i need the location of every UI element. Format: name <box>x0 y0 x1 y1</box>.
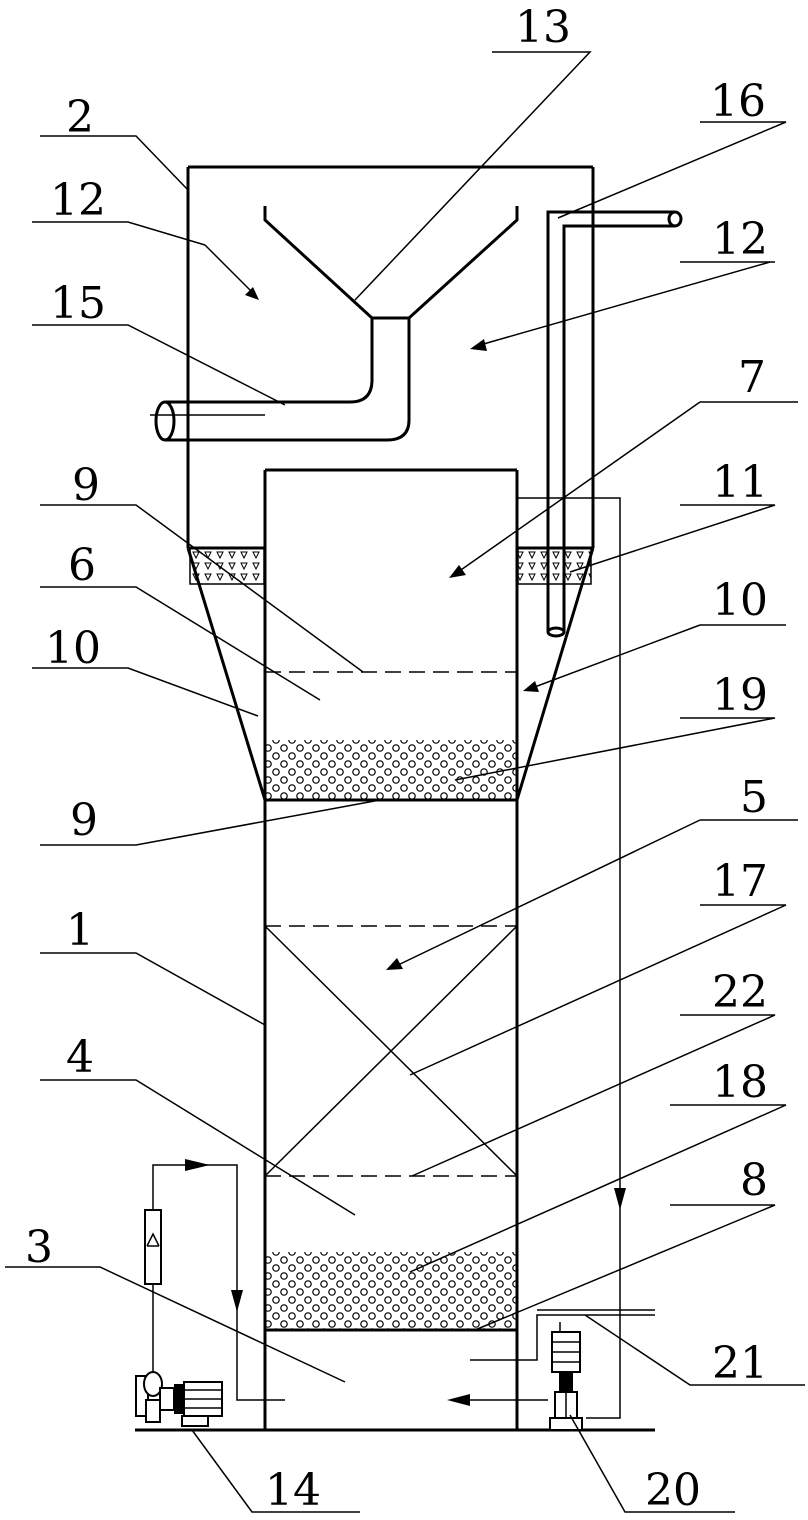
part-labels: 2 12 13 16 12 15 7 9 11 6 10 10 19 9 5 1… <box>25 2 768 1516</box>
label-21: 21 <box>712 1338 768 1389</box>
outlet-pipe <box>154 318 411 442</box>
label-11: 11 <box>712 457 768 508</box>
weir-band-right <box>517 547 592 585</box>
label-16: 16 <box>710 76 766 127</box>
label-15: 15 <box>50 278 106 329</box>
label-20: 20 <box>645 1465 701 1516</box>
label-18: 18 <box>712 1057 768 1108</box>
recirculation-loop <box>144 1159 285 1401</box>
packing-zone <box>264 925 518 1177</box>
label-10-right: 10 <box>712 575 768 626</box>
label-3: 3 <box>25 1222 53 1273</box>
label-17: 17 <box>712 856 768 907</box>
lower-media-layer <box>266 1252 516 1330</box>
label-19: 19 <box>712 670 768 721</box>
label-22: 22 <box>712 967 768 1018</box>
label-14: 14 <box>265 1465 321 1516</box>
label-6: 6 <box>68 540 96 591</box>
label-12-right: 12 <box>712 214 768 265</box>
label-2: 2 <box>66 92 94 143</box>
label-8: 8 <box>740 1155 768 1206</box>
label-5: 5 <box>740 772 768 823</box>
label-9-upper: 9 <box>72 460 100 511</box>
settling-housing <box>186 165 595 801</box>
flow-arrows <box>150 244 771 970</box>
flowmeter <box>144 1209 162 1285</box>
label-1: 1 <box>66 905 94 956</box>
label-9-lower: 9 <box>70 795 98 846</box>
label-12-left: 12 <box>50 175 106 226</box>
upper-media-layer <box>266 740 516 800</box>
label-7: 7 <box>738 352 766 403</box>
label-13: 13 <box>515 2 571 53</box>
collection-hopper <box>263 206 519 320</box>
label-10-left: 10 <box>45 623 101 674</box>
return-pipe <box>517 497 626 1419</box>
centrifugal-pump <box>135 1371 223 1427</box>
leader-lines <box>5 51 805 1513</box>
label-4: 4 <box>66 1032 94 1083</box>
main-column <box>263 468 519 1430</box>
